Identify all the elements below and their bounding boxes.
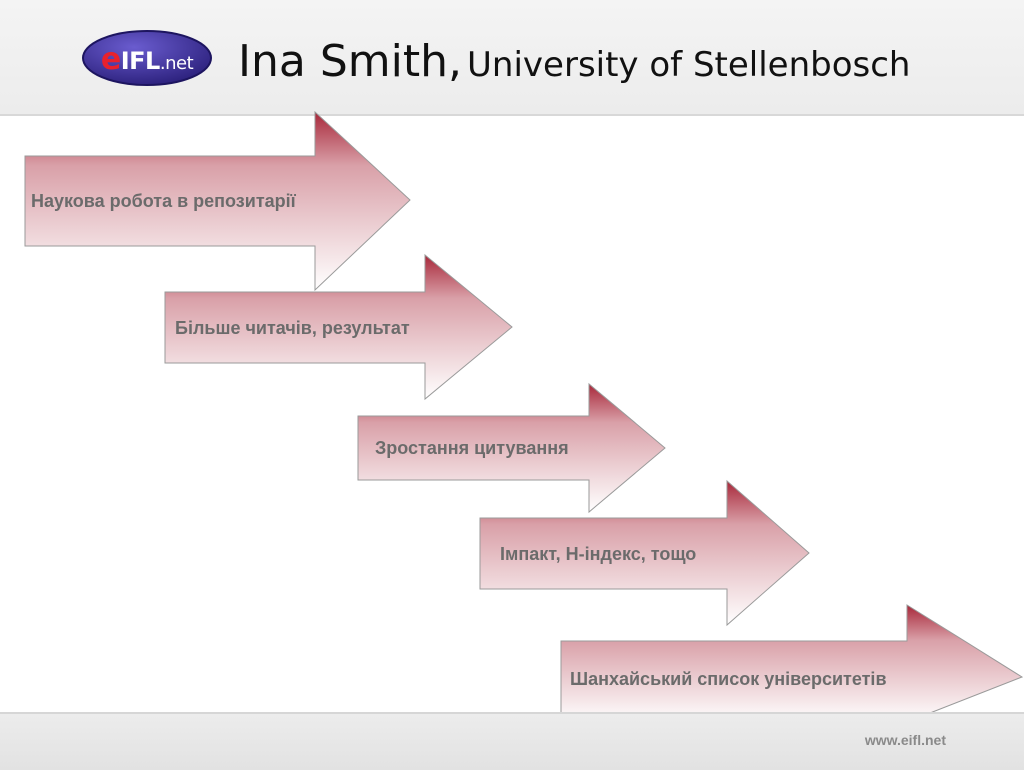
eifl-logo[interactable]: eIFL.net (80, 28, 214, 88)
step-label-3: Зростання цитування (375, 438, 569, 458)
step-arrow-4 (479, 479, 810, 627)
step-label-4: Імпакт, H-індекс, тощо (500, 544, 697, 564)
step-arrow-1 (24, 110, 411, 292)
step-arrow-5 (560, 604, 1024, 723)
slide-title: Ina Smith, University of Stellenbosch (238, 36, 910, 87)
logo-net: .net (159, 53, 194, 74)
slide-header: eIFL.net Ina Smith, University of Stelle… (0, 0, 1024, 116)
logo-ifl: IFL (120, 47, 161, 75)
step-label-1: Наукова робота в репозитарії (31, 191, 296, 211)
step-arrow-2 (164, 253, 513, 401)
step-label-5: Шанхайський список університетів (570, 669, 887, 689)
logo-e: e (100, 42, 121, 77)
author-affiliation: University of Stellenbosch (467, 45, 911, 85)
footer-url[interactable]: www.eifl.net (864, 732, 946, 748)
eifl-logo-badge-icon (82, 30, 212, 86)
step-arrow-3 (357, 382, 666, 514)
eifl-logo-text: eIFL.net (80, 42, 214, 77)
step-label-2: Більше читачів, результат (175, 318, 410, 338)
slide-footer: www.eifl.net (0, 712, 1024, 770)
author-name: Ina Smith, (238, 36, 462, 87)
